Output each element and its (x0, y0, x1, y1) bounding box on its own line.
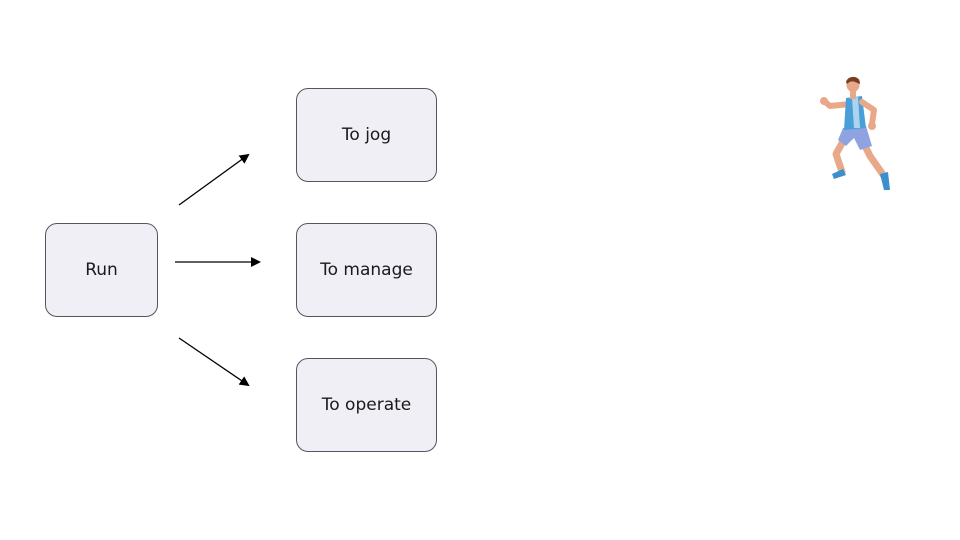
arrow-to-operate (178, 337, 250, 387)
node-to-operate[interactable]: To operate (296, 358, 437, 452)
node-to-manage-label: To manage (320, 260, 413, 280)
node-run[interactable]: Run (45, 223, 158, 317)
node-to-operate-label: To operate (321, 395, 412, 415)
runner-illustration (820, 76, 890, 190)
node-run-label: Run (85, 260, 118, 280)
node-to-manage[interactable]: To manage (296, 223, 437, 317)
node-to-jog[interactable]: To jog (296, 88, 437, 182)
node-to-jog-label: To jog (341, 125, 392, 145)
arrow-to-jog (178, 153, 250, 206)
